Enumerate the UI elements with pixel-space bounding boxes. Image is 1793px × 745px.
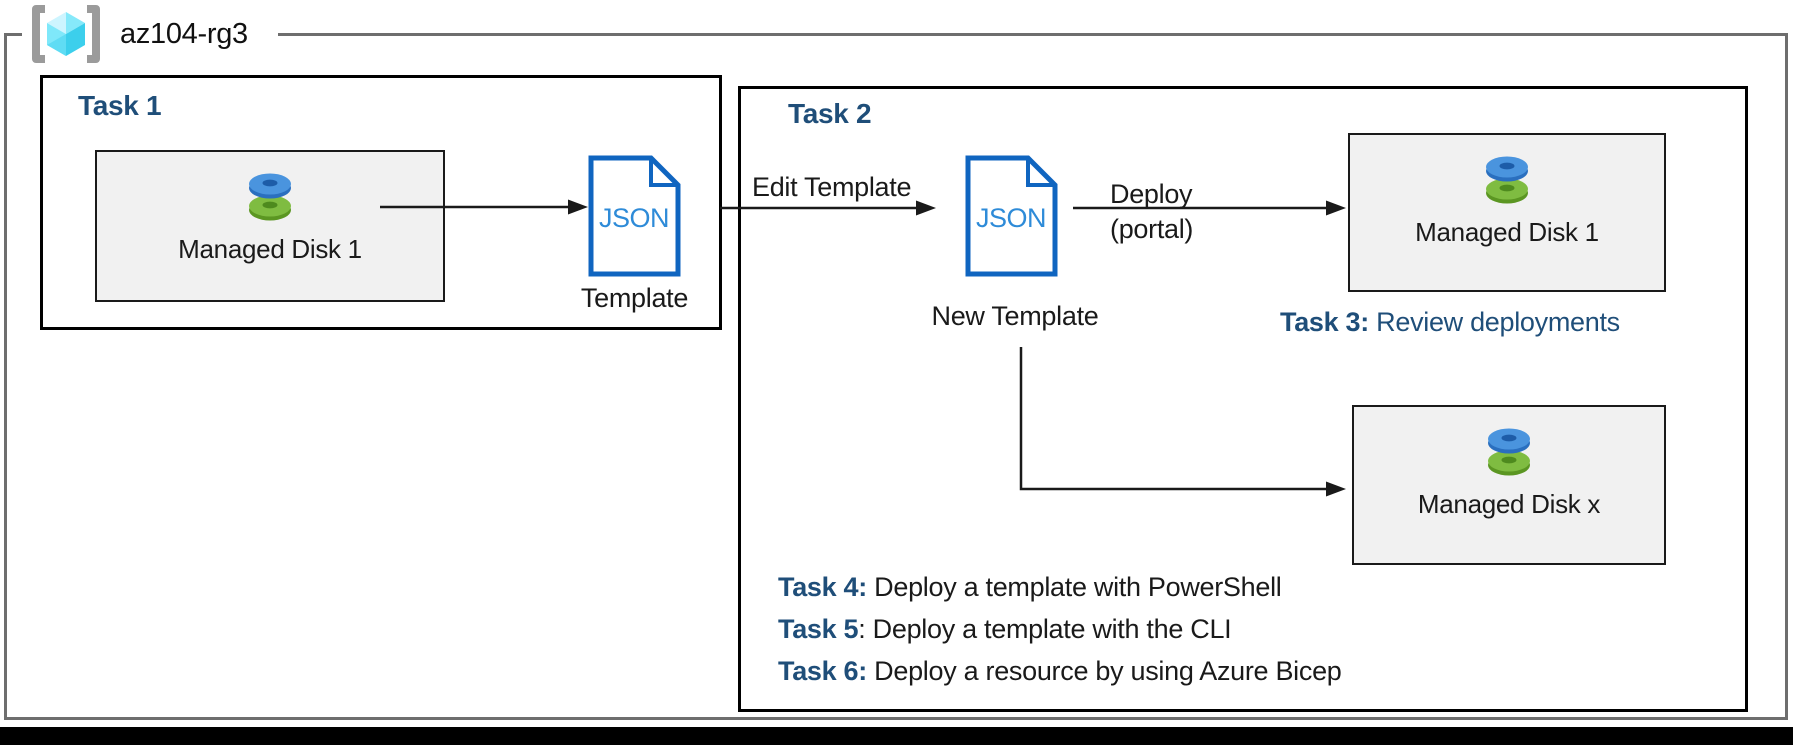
task6-text: Deploy a resource by using Azure Bicep bbox=[866, 656, 1342, 686]
managed-disk-x-box: Managed Disk x bbox=[1352, 405, 1666, 565]
managed-disk-icon bbox=[249, 173, 291, 221]
template-label: Template bbox=[580, 283, 689, 313]
deploy-portal-label: (portal) bbox=[1110, 214, 1194, 244]
resource-group-legend: az104-rg3 bbox=[22, 3, 278, 65]
task6-label: Task 6: Deploy a resource by using Azure… bbox=[778, 656, 1342, 686]
new-template-label: New Template bbox=[931, 301, 1099, 331]
task5-text: : Deploy a template with the CLI bbox=[858, 614, 1232, 644]
task1-title: Task 1 bbox=[78, 90, 162, 121]
managed-disk-icon bbox=[1486, 156, 1528, 204]
arrowhead-new-template bbox=[1326, 481, 1346, 497]
managed-disk-x-label: Managed Disk x bbox=[1417, 489, 1601, 519]
json-template-icon: JSON bbox=[588, 155, 681, 277]
managed-disk-1-label: Managed Disk 1 bbox=[178, 234, 362, 264]
json-icon-text: JSON bbox=[599, 203, 669, 233]
managed-disk-1-box: Managed Disk 1 bbox=[95, 150, 445, 302]
task4-label: Task 4: Deploy a template with PowerShel… bbox=[778, 572, 1282, 602]
task4-prefix: Task 4: bbox=[778, 572, 867, 602]
edit-template-label: Edit Template bbox=[752, 172, 912, 202]
task4-text: Deploy a template with PowerShell bbox=[866, 572, 1282, 602]
resource-group-label: az104-rg3 bbox=[120, 17, 248, 50]
arrowhead-deploy-portal bbox=[1326, 200, 1346, 216]
task3-prefix: Task 3: bbox=[1280, 307, 1369, 337]
task2-title: Task 2 bbox=[788, 98, 872, 129]
task6-prefix: Task 6: bbox=[778, 656, 867, 686]
task3-text: Review deployments bbox=[1368, 307, 1620, 337]
task3-label: Task 3: Review deployments bbox=[1280, 307, 1620, 337]
task5-prefix: Task 5 bbox=[778, 614, 859, 644]
managed-disk-icon bbox=[1488, 428, 1530, 476]
arrowhead-task1-template bbox=[568, 199, 588, 215]
new-template-json-icon: JSON bbox=[965, 155, 1058, 277]
managed-disk-1-deployed-box: Managed Disk 1 bbox=[1348, 133, 1666, 292]
managed-disk-1-deployed-label: Managed Disk 1 bbox=[1415, 217, 1599, 247]
task5-label: Task 5: Deploy a template with the CLI bbox=[778, 614, 1232, 644]
deploy-label: Deploy bbox=[1110, 179, 1193, 209]
json-icon-text: JSON bbox=[976, 203, 1046, 233]
resource-group-border bbox=[4, 33, 1788, 720]
resource-group-icon bbox=[32, 5, 100, 63]
bottom-black-bar bbox=[0, 727, 1793, 745]
arrowhead-edit-template bbox=[916, 200, 936, 216]
